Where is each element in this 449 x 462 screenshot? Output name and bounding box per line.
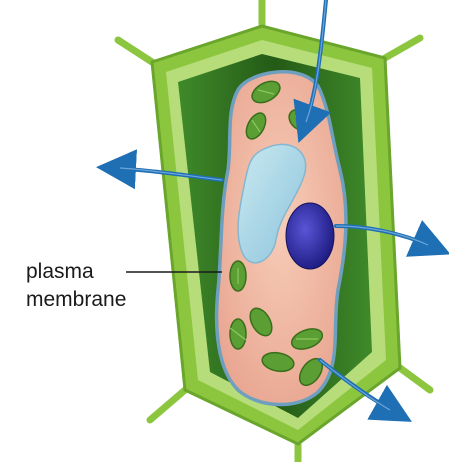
nucleus xyxy=(286,203,334,269)
plasma-membrane-label-line1: plasma xyxy=(26,260,94,284)
plasma-membrane-label-line2: membrane xyxy=(26,288,126,312)
cut-off-label: ll ll xyxy=(0,148,14,202)
